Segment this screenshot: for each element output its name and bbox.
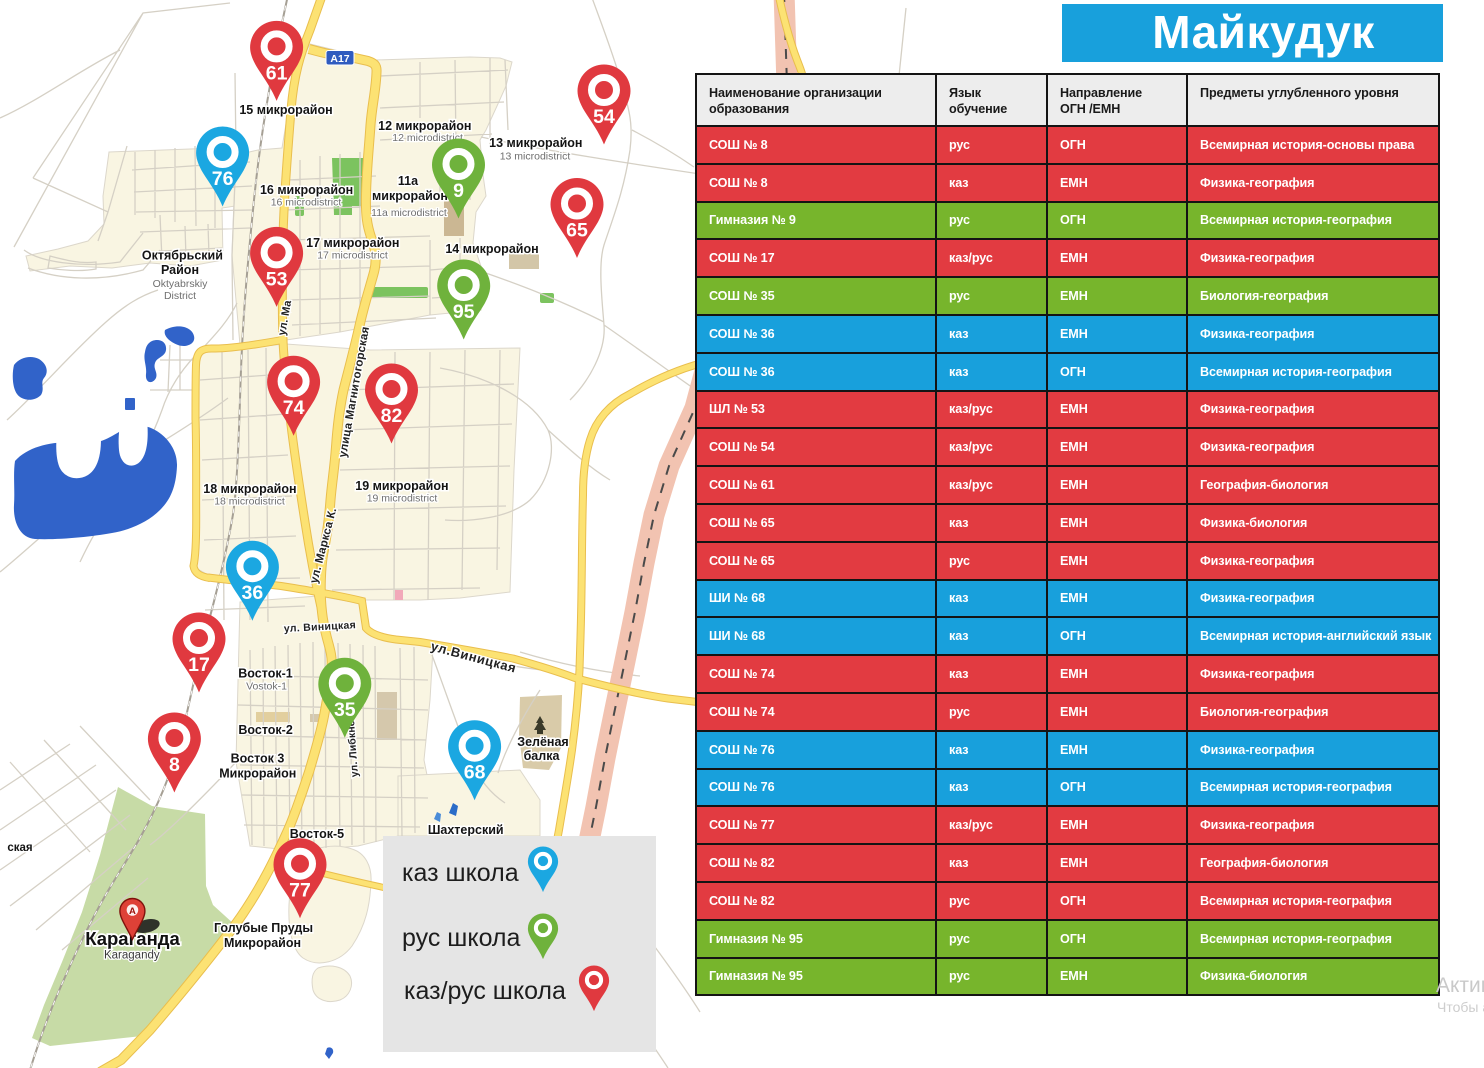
svg-text:17 микрорайон: 17 микрорайон bbox=[306, 236, 399, 250]
svg-text:12 микрорайон: 12 микрорайон bbox=[378, 119, 471, 133]
svg-text:ул. Виницкая: ул. Виницкая bbox=[284, 619, 357, 635]
svg-text:11а: 11а bbox=[398, 174, 419, 188]
svg-text:8: 8 bbox=[169, 754, 180, 776]
svg-text:9: 9 bbox=[453, 180, 464, 202]
svg-text:13 microdistrict: 13 microdistrict bbox=[500, 151, 571, 163]
svg-text:Район: Район bbox=[161, 263, 199, 277]
svg-text:12 microdistrict: 12 microdistrict bbox=[392, 132, 463, 144]
svg-text:Восток-5: Восток-5 bbox=[290, 827, 344, 841]
svg-text:Восток-2: Восток-2 bbox=[238, 723, 292, 737]
svg-text:Зелёная: Зелёная bbox=[517, 735, 568, 749]
svg-text:15 микрорайон: 15 микрорайон bbox=[239, 103, 332, 117]
svg-text:14 микрорайон: 14 микрорайон bbox=[445, 242, 538, 256]
svg-text:35: 35 bbox=[334, 699, 356, 721]
svg-text:16 микрорайон: 16 микрорайон bbox=[260, 183, 353, 197]
svg-text:балка: балка bbox=[524, 749, 561, 763]
svg-text:76: 76 bbox=[212, 168, 234, 190]
svg-text:микрорайон: микрорайон bbox=[372, 189, 448, 203]
svg-text:каз школа: каз школа bbox=[402, 859, 519, 887]
svg-text:Восток 3: Восток 3 bbox=[231, 752, 285, 766]
svg-text:36: 36 bbox=[242, 582, 264, 604]
svg-text:19 microdistrict: 19 microdistrict bbox=[367, 493, 438, 505]
svg-text:каз/рус школа: каз/рус школа bbox=[404, 977, 566, 1005]
svg-text:Karagandy: Karagandy bbox=[104, 950, 160, 962]
svg-text:13 микрорайон: 13 микрорайон bbox=[489, 136, 582, 150]
svg-text:74: 74 bbox=[283, 397, 305, 419]
svg-text:Октябрьский: Октябрьский bbox=[142, 249, 223, 263]
svg-text:Голубые Пруды: Голубые Пруды bbox=[214, 921, 313, 935]
svg-text:17 microdistrict: 17 microdistrict bbox=[317, 250, 388, 262]
svg-text:Шахтерский: Шахтерский bbox=[428, 823, 504, 837]
svg-text:77: 77 bbox=[289, 880, 311, 902]
svg-text:Микрорайон: Микрорайон bbox=[219, 767, 296, 781]
svg-text:А17: А17 bbox=[330, 53, 349, 65]
svg-text:53: 53 bbox=[266, 268, 288, 290]
svg-text:61: 61 bbox=[266, 62, 288, 84]
svg-text:Восток-1: Восток-1 bbox=[238, 667, 292, 681]
svg-text:17: 17 bbox=[188, 654, 210, 676]
svg-text:19 микрорайон: 19 микрорайон bbox=[355, 479, 448, 493]
svg-text:11а microdistrict: 11а microdistrict bbox=[371, 207, 447, 219]
svg-text:Микрорайон: Микрорайон bbox=[224, 936, 301, 950]
svg-text:18 microdistrict: 18 microdistrict bbox=[214, 496, 285, 508]
svg-text:А: А bbox=[129, 906, 136, 917]
svg-text:District: District bbox=[164, 290, 196, 302]
svg-text:82: 82 bbox=[381, 405, 403, 427]
svg-text:18 микрорайон: 18 микрорайон bbox=[203, 482, 296, 496]
svg-text:95: 95 bbox=[453, 301, 475, 323]
svg-text:54: 54 bbox=[593, 106, 615, 128]
svg-text:68: 68 bbox=[464, 762, 486, 784]
svg-text:65: 65 bbox=[566, 220, 588, 242]
svg-text:Oktyabrskiy: Oktyabrskiy bbox=[153, 278, 209, 290]
svg-text:Vostok-1: Vostok-1 bbox=[246, 681, 287, 693]
svg-text:ская: ская bbox=[7, 842, 32, 854]
svg-text:рус школа: рус школа bbox=[402, 924, 521, 952]
svg-text:16 microdistrict: 16 microdistrict bbox=[271, 197, 342, 209]
